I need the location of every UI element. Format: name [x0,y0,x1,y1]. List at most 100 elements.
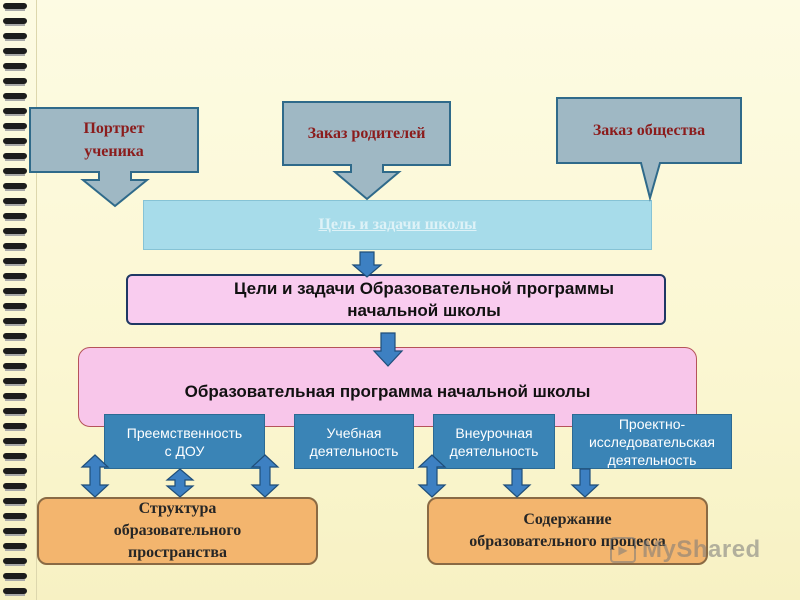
spiral-ring-shadow [5,429,25,431]
spiral-ring [3,378,27,384]
student-portrait-label: Портрет ученика [30,108,198,172]
callout-label-line: Портрет [83,120,145,137]
spiral-ring-shadow [5,249,25,251]
spiral-ring-shadow [5,504,25,506]
watermark-icon: ▶ [610,537,636,563]
spiral-ring-shadow [5,189,25,191]
spiral-ring [3,333,27,339]
component-label-line: Проектно- [618,415,686,432]
spiral-ring-shadow [5,204,25,206]
spiral-ring-shadow [5,234,25,236]
callout-label-line: Заказ общества [592,122,706,139]
callout-society-order [556,97,742,202]
school-goals-bar: Цель и задачи школы [143,200,652,250]
spiral-ring [3,438,27,444]
spiral-ring-shadow [5,129,25,131]
spiral-ring-shadow [5,564,25,566]
program-goals-line: начальной школы [347,300,501,320]
component-research: Проектно- исследовательская деятельность [572,414,732,469]
callout-student-portrait [29,107,199,208]
component-label-line: деятельность [607,451,697,468]
spiral-ring-shadow [5,549,25,551]
spiral-binding [3,3,27,596]
component-academic: Учебная деятельность [294,414,414,469]
spiral-ring-shadow [5,24,25,26]
spiral-ring [3,63,27,69]
spiral-ring [3,468,27,474]
spiral-ring-shadow [5,99,25,101]
spiral-ring [3,423,27,429]
spiral-ring-shadow [5,339,25,341]
spiral-ring-shadow [5,474,25,476]
spiral-ring-shadow [5,264,25,266]
spiral-ring [3,3,27,9]
spiral-ring [3,243,27,249]
spiral-ring-shadow [5,219,25,221]
spiral-ring [3,363,27,369]
spiral-ring [3,213,27,219]
spiral-ring-shadow [5,444,25,446]
spiral-ring-shadow [5,9,25,11]
outcome-label-line: Структура [138,500,217,517]
program-goals-line: Цели и задачи Образовательной программы [233,278,615,298]
outcome-label-line: образовательного [113,522,242,539]
component-label-line: исследовательская [588,433,716,450]
spiral-ring-shadow [5,534,25,536]
spiral-ring-shadow [5,324,25,326]
spiral-ring [3,123,27,129]
program-goals-box: Цели и задачи Образовательной программы … [126,274,666,325]
outcome-structure: Структура образовательного пространства [37,497,318,565]
spiral-ring-shadow [5,579,25,581]
spiral-ring [3,573,27,579]
spiral-ring-shadow [5,54,25,56]
spiral-ring [3,408,27,414]
double-arrow-structure-left [80,454,110,498]
component-extracurricular: Внеурочная деятельность [433,414,555,469]
spiral-ring [3,273,27,279]
spiral-ring-shadow [5,84,25,86]
spiral-ring [3,558,27,564]
component-label-line: Преемственность [126,424,243,441]
watermark-logo: ▶ MyShared [610,536,761,564]
arrow-program-goals-to-program [372,332,404,367]
spiral-ring [3,303,27,309]
component-label-line: деятельность [309,442,399,459]
spiral-ring [3,33,27,39]
spiral-ring [3,393,27,399]
spiral-ring [3,168,27,174]
spiral-ring [3,183,27,189]
spiral-ring-shadow [5,174,25,176]
spiral-ring [3,513,27,519]
spiral-ring [3,18,27,24]
spiral-ring [3,258,27,264]
spiral-ring [3,228,27,234]
spiral-ring [3,78,27,84]
spiral-ring [3,288,27,294]
spiral-ring-shadow [5,354,25,356]
parents-order-label: Заказ родителей [283,102,450,165]
school-goals-label: Цель и задачи школы [318,216,477,233]
outcome-label-line: Содержание [523,511,612,528]
spiral-ring [3,528,27,534]
spiral-ring [3,318,27,324]
program-label: Образовательная программа начальной школ… [184,382,591,401]
spiral-ring-shadow [5,39,25,41]
double-arrow-structure-right [250,454,280,498]
callout-label-line: Заказ родителей [307,125,426,142]
spiral-ring-shadow [5,144,25,146]
spiral-ring-shadow [5,309,25,311]
spiral-ring [3,483,27,489]
arrow-school-goals-to-program-goals [351,251,383,278]
arrow-extracurricular-to-content [502,468,532,498]
spiral-ring [3,348,27,354]
callout-parents-order [282,101,451,201]
double-arrow-content-left [417,454,447,498]
society-order-label: Заказ общества [557,98,741,163]
spiral-ring [3,543,27,549]
arrow-research-to-content [570,468,600,498]
spiral-ring-shadow [5,399,25,401]
component-label-line: деятельность [449,442,539,459]
component-label-line: с ДОУ [164,442,205,459]
component-label-line: Учебная [326,424,382,441]
